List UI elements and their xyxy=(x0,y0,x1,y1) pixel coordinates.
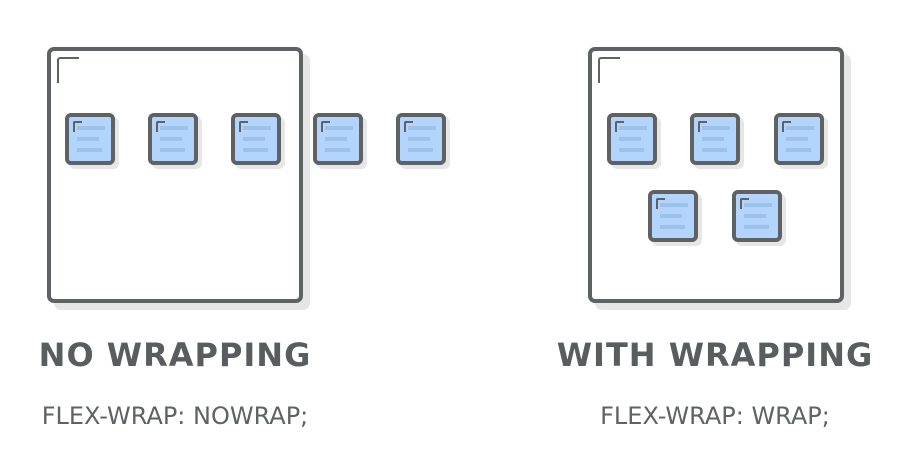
panel-title-wrap: WITH WRAPPING xyxy=(556,336,874,374)
flex-item-wrapped xyxy=(648,190,698,242)
container-corner-icon xyxy=(598,57,620,83)
item-corner-icon xyxy=(698,121,707,132)
flex-item xyxy=(231,113,281,165)
container-corner-icon xyxy=(57,57,79,83)
item-corner-icon xyxy=(656,198,665,209)
flex-container-wrap xyxy=(588,47,844,303)
item-corner-icon xyxy=(615,121,624,132)
flex-item-wrapped xyxy=(732,190,782,242)
flex-item-overflow xyxy=(313,113,363,165)
item-corner-icon xyxy=(239,121,248,132)
item-corner-icon xyxy=(404,121,413,132)
item-corner-icon xyxy=(740,198,749,209)
flex-item xyxy=(607,113,657,165)
flex-item-overflow xyxy=(396,113,446,165)
panel-code-wrap: FLEX-WRAP: WRAP; xyxy=(600,402,830,430)
panel-code-nowrap: FLEX-WRAP: NOWRAP; xyxy=(41,402,309,430)
flex-item xyxy=(774,113,824,165)
flex-item xyxy=(690,113,740,165)
flex-container-nowrap xyxy=(47,47,303,303)
flex-item xyxy=(65,113,115,165)
panel-title-nowrap: NO WRAPPING xyxy=(38,336,312,374)
item-corner-icon xyxy=(782,121,791,132)
item-corner-icon xyxy=(73,121,82,132)
item-corner-icon xyxy=(156,121,165,132)
item-corner-icon xyxy=(321,121,330,132)
flex-item xyxy=(148,113,198,165)
